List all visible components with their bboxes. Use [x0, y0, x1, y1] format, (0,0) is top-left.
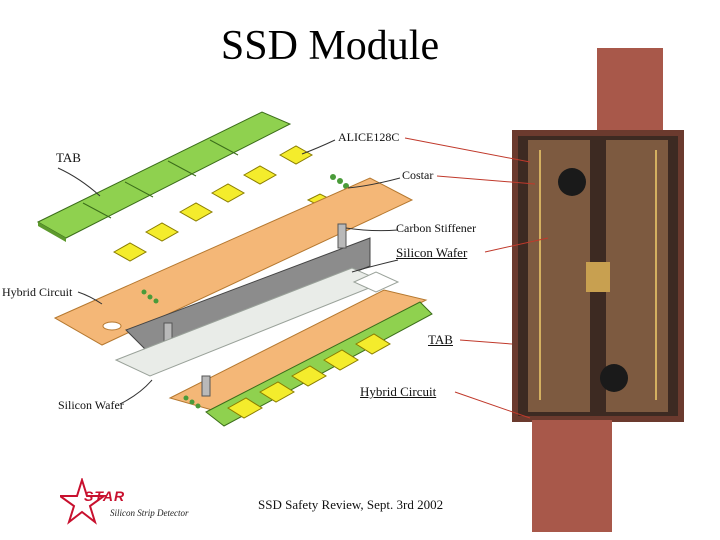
label-hybrid-circuit-left: Hybrid Circuit [2, 285, 73, 299]
label-silicon-wafer-right-text: Silicon Wafer [396, 245, 468, 260]
label-tab-right-text: TAB [428, 332, 453, 347]
footer-text: SSD Safety Review, Sept. 3rd 2002 [258, 497, 444, 512]
label-silicon-wafer-left: Silicon Wafer [58, 398, 124, 412]
label-hybrid-circuit-right-text: Hybrid Circuit [360, 384, 437, 399]
star-logo [60, 478, 108, 525]
leader-lines [57, 139, 401, 405]
label-silicon-wafer-right: Silicon Wafer [394, 245, 469, 261]
logo-name: STAR [84, 488, 126, 504]
star-icon [60, 478, 108, 525]
label-tab-right: TAB [426, 332, 455, 348]
logo-subtitle: Silicon Strip Detector [110, 508, 189, 518]
label-carbon-stiffener: Carbon Stiffener [396, 221, 477, 235]
tab-lower [183, 301, 433, 427]
label-costar: Costar [402, 168, 434, 182]
module-photo [512, 48, 684, 532]
alice-chips-upper [112, 145, 349, 262]
label-tab-left: TAB [56, 150, 81, 165]
hybrid-circuit-upper [53, 177, 414, 346]
carbon-stiffener [125, 223, 371, 355]
label-hybrid-circuit-right: Hybrid Circuit [358, 384, 438, 400]
label-alice128c: ALICE128C [338, 130, 400, 144]
red-leader-lines [404, 137, 549, 419]
tab-layer [36, 111, 292, 242]
slide-title: SSD Module [220, 23, 440, 69]
